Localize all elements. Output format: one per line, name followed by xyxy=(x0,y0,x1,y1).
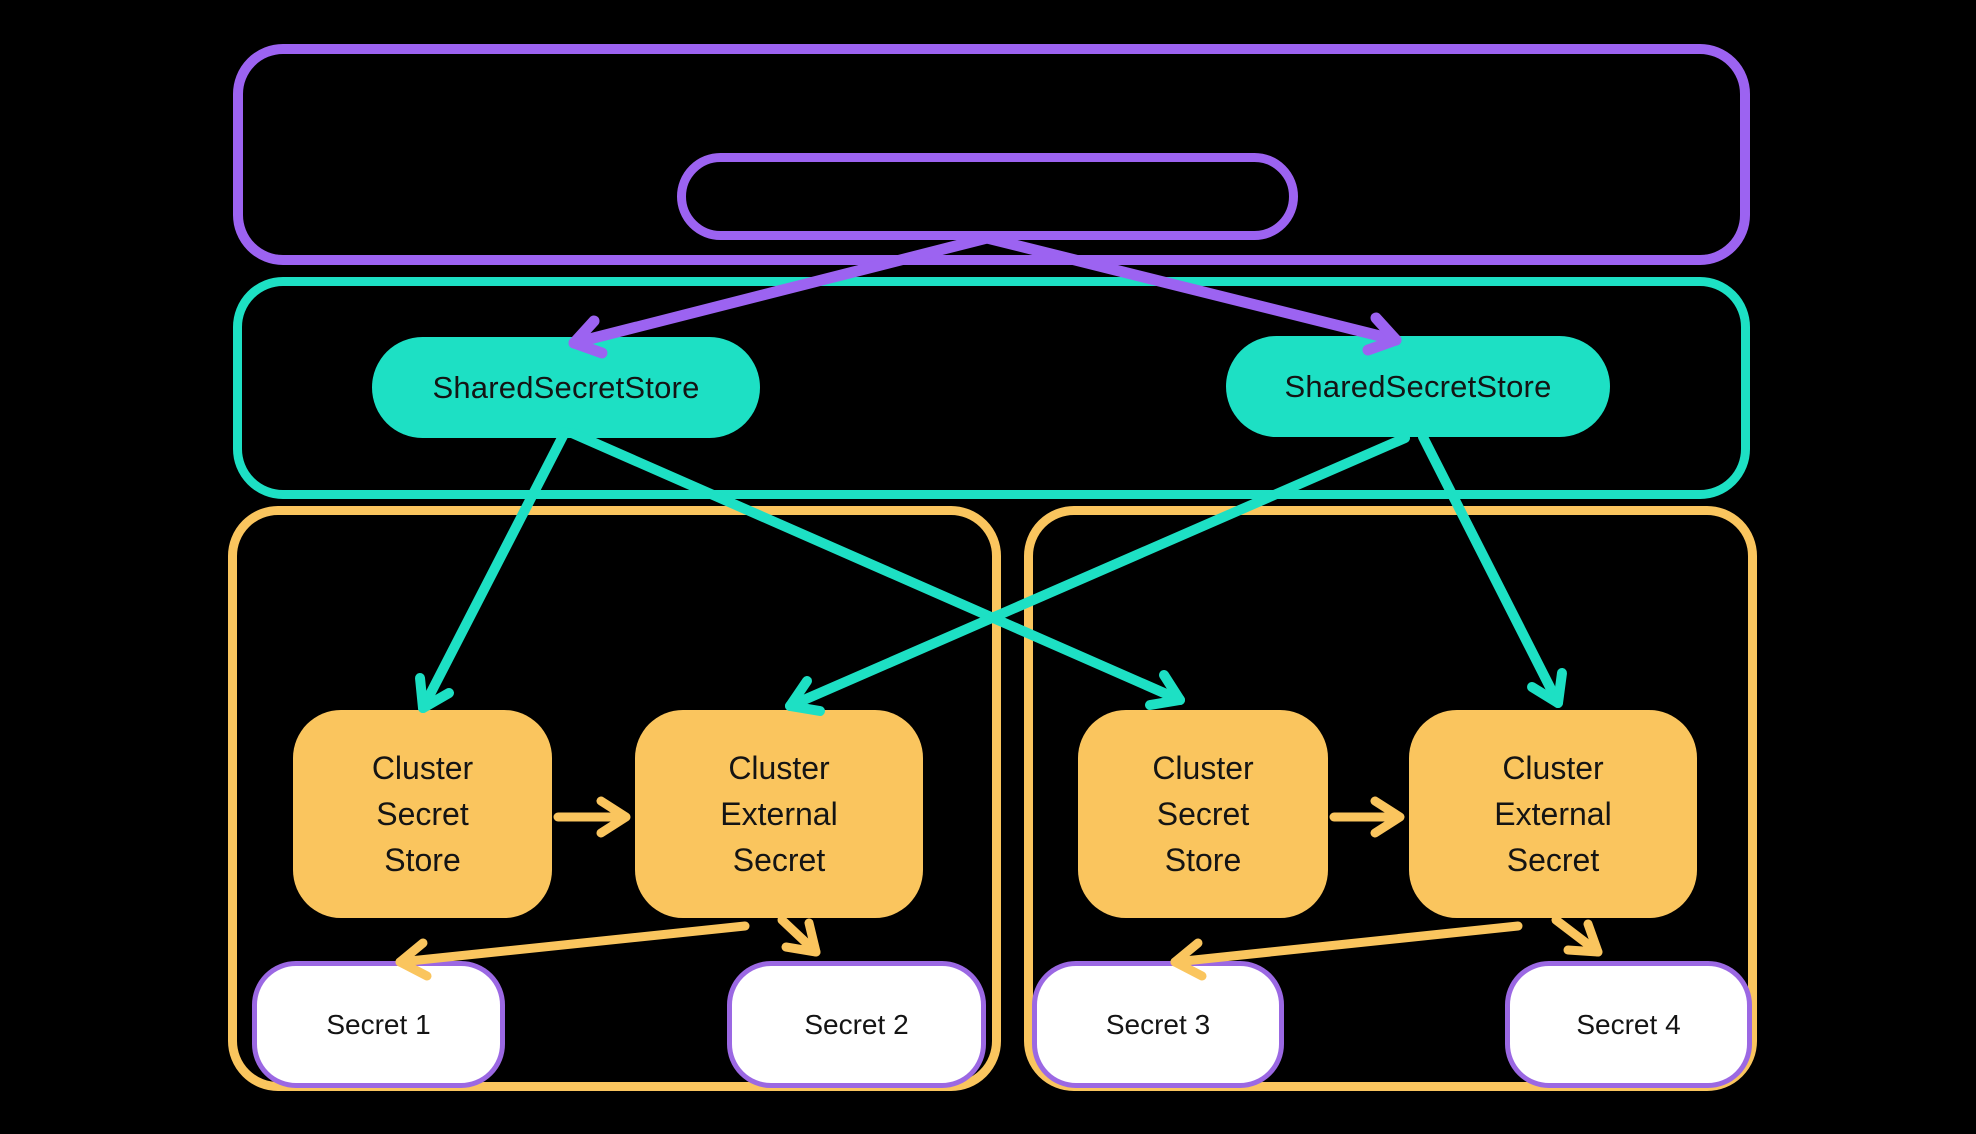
shared-secret-store-1-label: SharedSecretStore xyxy=(432,369,700,405)
shared-secret-store-2: SharedSecretStore xyxy=(1226,336,1610,437)
cluster-external-secret-1-line3: Secret xyxy=(732,842,826,878)
secret-4: Secret 4 xyxy=(1505,961,1752,1088)
operator-pill xyxy=(677,153,1298,240)
cluster-external-secret-1: Cluster External Secret xyxy=(635,710,923,918)
secret-3: Secret 3 xyxy=(1032,961,1284,1088)
shared-secret-store-1: SharedSecretStore xyxy=(372,337,760,438)
cluster-secret-store-1: Cluster Secret Store xyxy=(293,710,552,918)
secret-4-label: Secret 4 xyxy=(1576,1008,1681,1040)
cluster-secret-store-2-line3: Store xyxy=(1164,842,1242,878)
cluster-external-secret-1-line1: Cluster xyxy=(728,750,830,786)
cluster-secret-store-1-line1: Cluster xyxy=(371,750,474,786)
shared-secret-store-2-label: SharedSecretStore xyxy=(1284,368,1552,404)
cluster-secret-store-2: Cluster Secret Store xyxy=(1078,710,1328,918)
cluster-external-secret-2: Cluster External Secret xyxy=(1409,710,1697,918)
cluster-external-secret-1-line2: External xyxy=(720,796,838,832)
cluster-external-secret-2-line2: External xyxy=(1494,796,1612,832)
secret-2-label: Secret 2 xyxy=(804,1008,909,1040)
secret-1: Secret 1 xyxy=(252,961,505,1088)
secret-3-label: Secret 3 xyxy=(1105,1008,1211,1040)
secret-1-label: Secret 1 xyxy=(326,1008,431,1040)
cluster-secret-store-2-line2: Secret xyxy=(1156,796,1250,832)
cluster-external-secret-2-line3: Secret xyxy=(1506,842,1600,878)
secret-2: Secret 2 xyxy=(727,961,986,1088)
cluster-secret-store-1-line3: Store xyxy=(384,842,461,878)
cluster-secret-store-2-line1: Cluster xyxy=(1152,750,1254,786)
cluster-external-secret-2-line1: Cluster xyxy=(1502,750,1604,786)
cluster-secret-store-1-line2: Secret xyxy=(376,796,469,832)
